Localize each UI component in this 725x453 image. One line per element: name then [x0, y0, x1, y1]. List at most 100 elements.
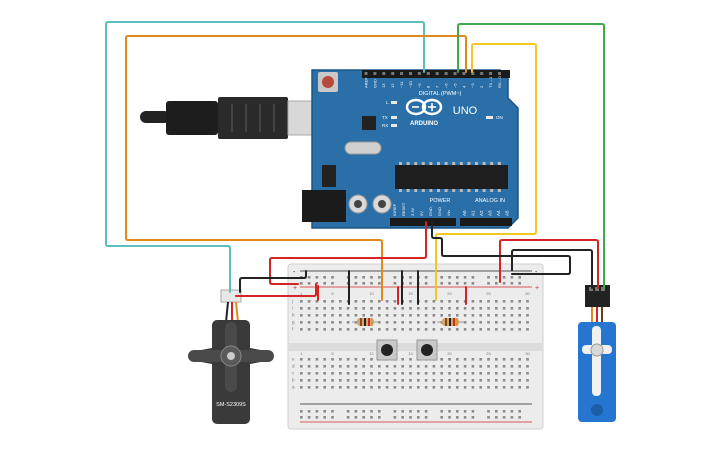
terminal-hole [393, 314, 397, 317]
digital-pin-hole [382, 72, 386, 75]
digital-pin-hole [471, 72, 475, 75]
column-number: 10 [369, 351, 374, 356]
rail-hole [424, 410, 428, 413]
analog-pin-label: A2 [479, 210, 484, 216]
crystal [344, 141, 382, 155]
terminal-hole [518, 314, 521, 317]
terminal-hole [448, 372, 451, 375]
terminal-hole [354, 358, 358, 361]
resistor-right [437, 318, 465, 326]
terminal-hole [331, 386, 334, 389]
terminal-hole [417, 314, 420, 317]
rail-hole [495, 282, 498, 285]
column-number: 30 [525, 291, 530, 296]
terminal-hole [432, 328, 436, 331]
rail-hole [331, 416, 334, 419]
rail-hole [487, 416, 490, 419]
terminal-hole [502, 321, 506, 324]
terminal-hole [440, 365, 443, 368]
terminal-hole [346, 307, 350, 310]
terminal-hole [315, 379, 319, 382]
terminal-hole [401, 365, 404, 368]
terminal-hole [510, 328, 514, 331]
terminal-hole [432, 379, 436, 382]
chip-pin [399, 189, 402, 192]
power-pin-label: IOREF [392, 203, 397, 216]
terminal-hole [463, 365, 467, 368]
led-on-label: ON [496, 115, 503, 120]
terminal-hole [479, 372, 482, 375]
resistor-left [352, 318, 380, 326]
rail-plus-top-right: + [535, 285, 539, 292]
terminal-hole [370, 379, 373, 382]
row-letter: j [291, 299, 293, 304]
terminal-hole [417, 386, 420, 389]
terminal-hole [362, 358, 365, 361]
push-button-left[interactable] [376, 339, 398, 361]
terminal-hole [300, 358, 303, 361]
chip-pin [452, 162, 456, 165]
rail-hole [300, 282, 303, 285]
terminal-hole [495, 379, 498, 382]
rail-hole [354, 416, 358, 419]
terminal-hole [331, 314, 334, 317]
terminal-hole [424, 321, 428, 324]
chip-pin [497, 162, 501, 165]
terminal-hole [307, 372, 311, 375]
terminal-hole [331, 307, 334, 310]
rail-hole [300, 416, 303, 419]
terminal-hole [417, 321, 420, 324]
digital-pin-label: ~3 [470, 83, 475, 88]
rail-hole [354, 282, 358, 285]
terminal-hole [300, 314, 303, 317]
terminal-hole [417, 372, 420, 375]
terminal-hole [409, 372, 412, 375]
terminal-hole [456, 379, 459, 382]
terminal-hole [463, 372, 467, 375]
terminal-hole [479, 365, 482, 368]
push-button-right[interactable] [416, 339, 438, 361]
terminal-hole [323, 300, 326, 303]
terminal-hole [432, 372, 436, 375]
terminal-hole [307, 307, 311, 310]
rail-hole [393, 416, 397, 419]
digital-pin-label: ~5 [452, 83, 457, 88]
terminal-hole [424, 300, 428, 303]
terminal-hole [354, 379, 358, 382]
column-number: 25 [486, 291, 491, 296]
digital-pin-label: 8 [426, 85, 431, 88]
power-header [390, 218, 456, 226]
chip-pin [414, 162, 418, 165]
terminal-hole [339, 379, 342, 382]
terminal-hole [518, 307, 521, 310]
terminal-hole [354, 372, 358, 375]
digital-pin-label: ~11 [399, 81, 404, 88]
terminal-hole [315, 314, 319, 317]
terminal-hole [401, 386, 404, 389]
terminal-hole [448, 365, 451, 368]
terminal-hole [463, 386, 467, 389]
row-letter: a [292, 385, 295, 390]
rail-hole [370, 410, 373, 413]
chip-pin [437, 189, 440, 192]
terminal-hole [339, 307, 342, 310]
terminal-hole [479, 314, 482, 317]
terminal-hole [510, 314, 514, 317]
terminal-hole [510, 300, 514, 303]
terminal-hole [448, 328, 451, 331]
rail-hole [463, 410, 467, 413]
terminal-hole [300, 307, 303, 310]
column-number: 20 [447, 291, 452, 296]
terminal-hole [307, 328, 311, 331]
rail-hole [307, 416, 311, 419]
terminal-hole [323, 365, 326, 368]
rail-hole [456, 410, 459, 413]
voltage-regulator [322, 165, 336, 187]
terminal-hole [370, 365, 373, 368]
analog-pin-label: A1 [471, 210, 476, 216]
digital-pin-label: RX←0 [497, 75, 502, 88]
rail-hole [370, 282, 373, 285]
terminal-hole [479, 358, 482, 361]
